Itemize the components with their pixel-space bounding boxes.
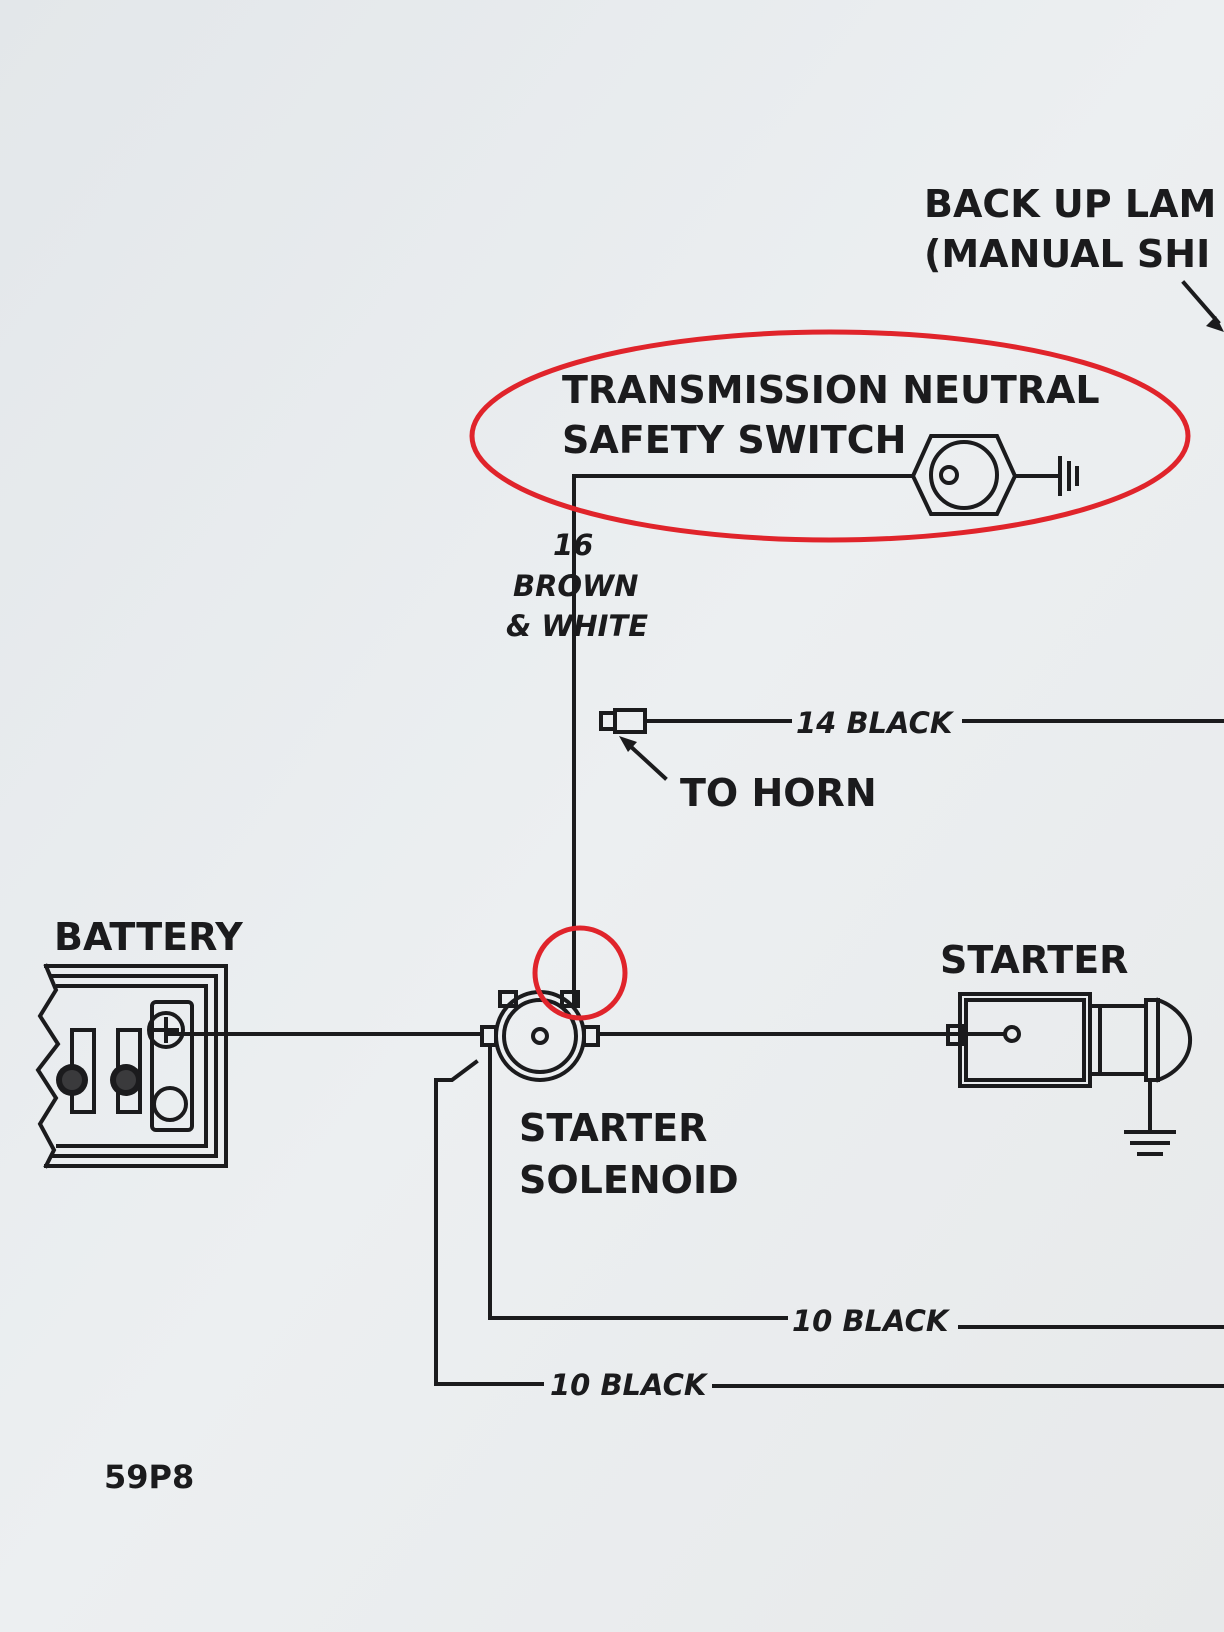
wire-10-black-lower: 10 BLACK [434,1059,1224,1402]
battery: BATTERY [35,915,243,1169]
highlight-circle-solenoid-terminal [532,925,628,1021]
tnss-label-line2: SAFETY SWITCH [562,418,906,462]
solenoid-label-line2: SOLENOID [519,1158,739,1202]
switch-ground-icon [1058,456,1079,496]
back-up-label-line2: (MANUAL SHI [924,232,1210,276]
battery-positive-icon [147,1011,185,1049]
wire-10-upper-label: 10 BLACK [792,1304,951,1338]
svg-text:BROWN: BROWN [513,569,638,603]
svg-text:16: 16 [553,528,593,562]
horn-wire-label: 14 BLACK [796,706,955,740]
svg-text:& WHITE: & WHITE [506,609,648,643]
horn-arrow-icon [619,736,637,752]
wire-16-brown-white [572,474,915,1004]
horn-connector: 14 BLACK TO HORN [599,706,1224,815]
tnss-label-line1: TRANSMISSION NEUTRAL [562,368,1100,412]
battery-label: BATTERY [54,915,243,959]
starter-label: STARTER [940,938,1128,982]
back-up-label-line1: BACK UP LAM [924,182,1216,226]
switch-circle-icon [929,440,999,510]
back-up-lamp-label: BACK UP LAM (MANUAL SHI [924,182,1224,332]
starter-ground-icon [1124,1130,1176,1156]
wire-16-label: 16 BROWN & WHITE [506,528,648,643]
to-horn-label: TO HORN [680,771,877,815]
solenoid-label-line1: STARTER [519,1106,707,1150]
starter-motor: STARTER [940,938,1193,1156]
wire-10-black-upper: 10 BLACK [488,1043,1224,1338]
wire-10-lower-label: 10 BLACK [550,1368,709,1402]
starter-solenoid: STARTER SOLENOID [480,990,739,1202]
highlight-ellipse-switch [469,329,1191,543]
figure-code: 59P8 [104,1458,194,1496]
